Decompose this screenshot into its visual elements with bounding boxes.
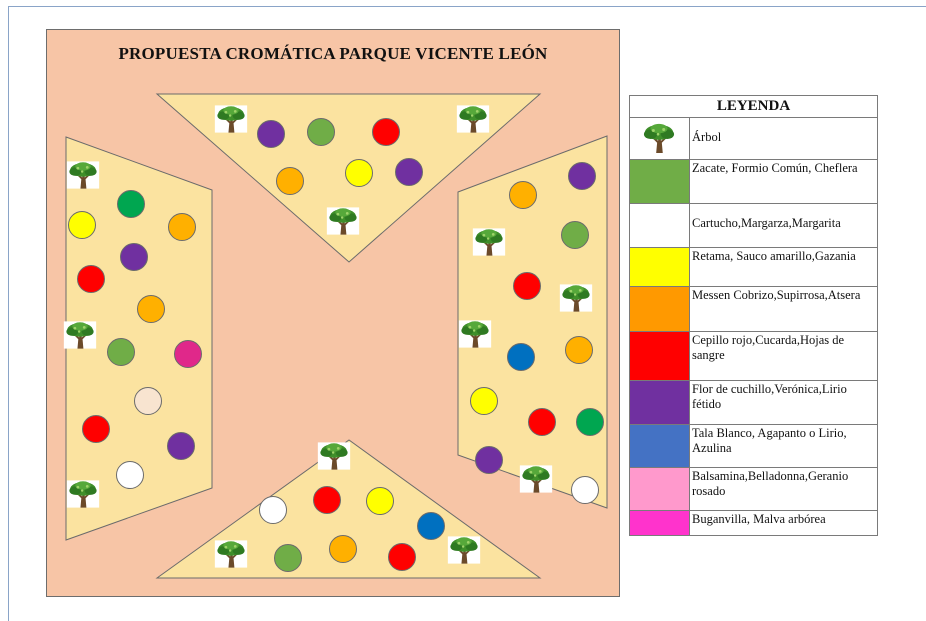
plant-dot-orange [137,295,165,323]
legend-row: Cartucho,Margarza,Margarita [629,203,878,248]
tree-icon [559,282,593,314]
plant-dot-red [528,408,556,436]
plant-dot-orange [329,535,357,563]
plant-dot-red [82,415,110,443]
plant-dot-red [313,486,341,514]
plant-dot-orange [509,181,537,209]
plant-dot-purple [395,158,423,186]
legend-label: Árbol [689,117,878,160]
tree-icon [66,159,100,191]
legend-label: Buganvilla, Malva arbórea [689,510,878,536]
legend-label: Zacate, Formio Común, Cheflera [689,159,878,204]
tree-icon [214,538,248,570]
legend-swatch [629,424,690,468]
tree-icon [472,226,506,258]
page-border-top [8,6,926,7]
legend: LEYENDA Árbol Zacate, Formio Común, Chef… [629,95,878,536]
plant-dot-dkgreen [117,190,145,218]
plant-dot-red [77,265,105,293]
tree-icon [317,440,351,472]
tree-icon [458,318,492,350]
plant-dot-purple [568,162,596,190]
plant-dot-white [116,461,144,489]
legend-label: Messen Cobrizo,Supirrosa,Atsera [689,286,878,332]
tree-icon [447,534,481,566]
tree-icon [641,122,677,154]
legend-row: Balsamina,Belladonna,Geranio rosado [629,467,878,511]
plant-dot-orange [168,213,196,241]
plant-dot-cream [134,387,162,415]
legend-swatch [629,286,690,332]
tree-icon [66,478,100,510]
legend-row: Tala Blanco, Agapanto o Lirio, Azulina [629,424,878,468]
tree-icon [214,103,248,135]
legend-row: Zacate, Formio Común, Cheflera [629,159,878,204]
legend-row: Retama, Sauco amarillo,Gazania [629,247,878,287]
plant-dot-purple [167,432,195,460]
plant-dot-magenta [174,340,202,368]
legend-label: Flor de cuchillo,Verónica,Lirio fétido [689,380,878,425]
legend-swatch [629,247,690,287]
legend-label: Cepillo rojo,Cucarda,Hojas de sangre [689,331,878,381]
legend-swatch [629,510,690,536]
plant-dot-red [372,118,400,146]
plant-dot-blue [507,343,535,371]
tree-icon [326,205,360,237]
park-title: PROPUESTA CROMÁTICA PARQUE VICENTE LEÓN [118,44,548,63]
page-border-left [8,6,9,621]
plant-dot-white [571,476,599,504]
legend-label: Retama, Sauco amarillo,Gazania [689,247,878,287]
plant-dot-yellow [68,211,96,239]
legend-swatch [629,467,690,511]
legend-row: Flor de cuchillo,Verónica,Lirio fétido [629,380,878,425]
planter-bottom [155,439,542,579]
plant-dot-yellow [470,387,498,415]
tree-icon [63,319,97,351]
plant-dot-green [274,544,302,572]
plant-dot-yellow [366,487,394,515]
plant-dot-green [561,221,589,249]
legend-swatch [629,117,690,160]
legend-swatch [629,159,690,204]
legend-label: Balsamina,Belladonna,Geranio rosado [689,467,878,511]
plant-dot-green [107,338,135,366]
legend-row: Cepillo rojo,Cucarda,Hojas de sangre [629,331,878,381]
legend-label: Tala Blanco, Agapanto o Lirio, Azulina [689,424,878,468]
plant-dot-purple [475,446,503,474]
legend-swatch [629,380,690,425]
legend-swatch [629,203,690,248]
plant-dot-yellow [345,159,373,187]
plant-dot-red [513,272,541,300]
tree-icon [519,463,553,495]
legend-row-tree: Árbol [629,117,878,160]
plant-dot-dkgreen [576,408,604,436]
plant-dot-white [259,496,287,524]
legend-row: Buganvilla, Malva arbórea [629,510,878,536]
plant-dot-red [388,543,416,571]
legend-swatch [629,331,690,381]
legend-label: Cartucho,Margarza,Margarita [689,203,878,248]
plant-dot-green [307,118,335,146]
plant-dot-orange [565,336,593,364]
legend-title: LEYENDA [629,95,878,118]
plant-dot-purple [120,243,148,271]
plant-dot-blue [417,512,445,540]
tree-icon [456,103,490,135]
plant-dot-orange [276,167,304,195]
plant-dot-purple [257,120,285,148]
legend-row: Messen Cobrizo,Supirrosa,Atsera [629,286,878,332]
